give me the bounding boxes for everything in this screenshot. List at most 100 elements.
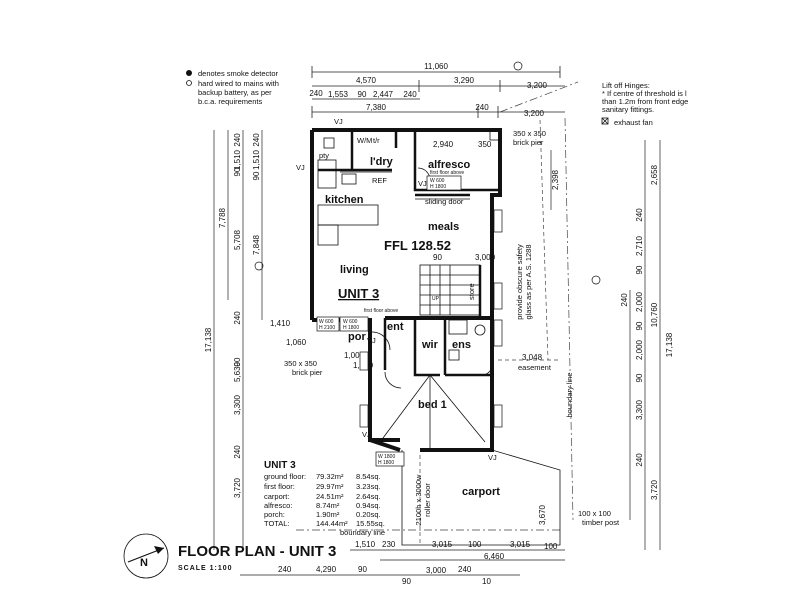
area-row-carport-label: carport:	[264, 492, 289, 501]
area-row-total-sq: 15.55sq.	[356, 519, 385, 528]
label-vj-1: VJ	[296, 163, 305, 172]
dim-right-90c: 90	[635, 373, 644, 382]
area-schedule: UNIT 3 ground floor: 79.32m² 8.54sq. fir…	[264, 460, 385, 528]
dim-right-240a: 240	[635, 208, 644, 222]
window-tag-3: W 600 H 1800	[426, 175, 462, 191]
timber-post-line-2: timber post	[582, 518, 620, 527]
window-tag-4: W 1800 H 1800	[375, 451, 405, 467]
dim-inside-90: 90	[433, 253, 442, 262]
dim-left-1060: 1,060	[286, 338, 307, 347]
window-marker-left-2	[359, 351, 369, 371]
smoke-note-line-2: hard wired to mains with	[198, 79, 279, 88]
obscure-glass-line-1: provide obscure safety	[515, 244, 524, 320]
obscure-glass-line-2: glass as per A.S. 1288	[524, 244, 533, 319]
label-vj-3: VJ	[418, 179, 427, 188]
dim-top-240c: 240	[475, 103, 489, 112]
hinges-note-line-2: * If centre of threshold is l	[602, 89, 687, 98]
dim-left-240a: 240	[233, 133, 242, 147]
area-row-porch-label: porch:	[264, 510, 285, 519]
label-washing-machine: W/M	[357, 136, 372, 145]
dim-right-3720: 3,720	[650, 479, 659, 500]
area-row-alfresco: alfresco: 8.74m² 0.94sq.	[264, 501, 381, 510]
dim-left-1510b: 1,510	[252, 149, 261, 170]
dim-right-2398: 2,398	[551, 169, 560, 190]
dim-left-1510a: 1,510	[233, 149, 242, 170]
dim-inside-350: 350	[478, 140, 492, 149]
dim-left-240b: 240	[252, 133, 261, 147]
smoke-detector-note: denotes smoke detector hard wired to mai…	[186, 69, 279, 106]
area-row-carport-sq: 2.64sq.	[356, 492, 381, 501]
dim-right-10760: 10,760	[650, 302, 659, 327]
window-tag-4-w: W 1800	[378, 454, 395, 460]
window-marker-right-2	[493, 282, 503, 310]
brick-pier-top-line-1: 350 x 350	[513, 129, 546, 138]
area-row-porch-sq: 0.20sq.	[356, 510, 381, 519]
dim-top-240a: 240	[309, 89, 323, 98]
dim-bottom-6460: 6,460	[484, 552, 505, 561]
window-tags: W 600 H 1800 W 600 H 2100 W 600 H 1800 W…	[316, 175, 503, 467]
label-vj-6: VJ	[367, 336, 376, 345]
area-row-total: TOTAL: 144.44m² 15.55sq.	[264, 519, 385, 528]
boundary-line-bottom: boundary line	[340, 528, 385, 537]
area-row-carport: carport: 24.51m² 2.64sq.	[264, 492, 381, 501]
dim-bottom-100a: 100	[468, 540, 482, 549]
boundary-line-right: boundary line	[565, 372, 574, 417]
room-wir: wir	[421, 339, 439, 351]
room-living: living	[340, 264, 369, 276]
dim-bottom-10: 10	[482, 577, 491, 586]
dim-left-1410: 1,410	[270, 319, 291, 328]
area-row-ground-label: ground floor:	[264, 472, 306, 481]
brick-pier-top-line-2: brick pier	[513, 138, 544, 147]
hinges-note: Lift off Hinges: * If centre of threshol…	[601, 81, 688, 127]
area-row-ground: ground floor: 79.32m² 8.54sq.	[264, 472, 381, 481]
dim-bottom-100b: 100	[544, 542, 558, 551]
window-tag-1-h: H 1800	[343, 325, 359, 331]
first-floor-above-left: first floor above	[364, 308, 398, 314]
area-row-total-label: TOTAL:	[264, 519, 290, 528]
dim-left-3300: 3,300	[233, 394, 242, 415]
label-trough: t/r	[373, 136, 380, 145]
window-tag-3-w: W 600	[430, 178, 445, 184]
area-row-carport-m2: 24.51m²	[316, 492, 344, 501]
window-marker-left-1	[359, 404, 369, 428]
dim-top-3290: 3,290	[454, 76, 475, 85]
dim-bottom-3015b: 3,015	[510, 540, 531, 549]
area-row-alfresco-sq: 0.94sq.	[356, 501, 381, 510]
dim-left-7848: 7,848	[252, 234, 261, 255]
area-row-ground-sq: 8.54sq.	[356, 472, 381, 481]
dim-left-17138: 17,138	[204, 327, 213, 352]
room-store: store	[467, 283, 476, 300]
exhaust-fan-icon	[601, 117, 609, 125]
dim-left-7788: 7,788	[218, 207, 227, 228]
dim-right-240b: 240	[620, 293, 629, 307]
room-labels: l'dry alfresco kitchen meals living UNIT…	[296, 117, 500, 525]
dim-right-3670: 3,670	[538, 504, 547, 525]
hinges-note-line-3: than 1.2m from front edge	[602, 97, 688, 106]
window-marker-right-4	[493, 404, 503, 428]
dim-right-2000a: 2,000	[635, 291, 644, 312]
top-dimensions: 11,060 4,570 3,290 3,200 240 1,553 90 2,…	[309, 62, 565, 118]
dim-top-4570: 4,570	[356, 76, 377, 85]
label-pantry: pty	[319, 151, 329, 160]
building-walls	[310, 128, 561, 546]
sliding-door-label: sliding door	[425, 197, 464, 206]
dim-right-90b: 90	[635, 321, 644, 330]
area-row-first-m2: 29.97m²	[316, 482, 344, 491]
label-vj-4: VJ	[362, 430, 371, 439]
dim-left-5630: 5,630	[233, 361, 242, 382]
room-carport: carport	[462, 486, 500, 498]
north-arrow-label: N	[140, 557, 148, 569]
label-fridge: REF	[372, 176, 387, 185]
dim-left-3720: 3,720	[233, 477, 242, 498]
room-entry: ent	[387, 321, 404, 333]
area-row-alfresco-label: alfresco:	[264, 501, 292, 510]
hinges-note-line-4: sanitary fittings.	[602, 105, 654, 114]
dim-left-5708: 5,708	[233, 229, 242, 250]
area-row-first-sq: 3.23sq.	[356, 482, 381, 491]
dim-top-3200: 3,200	[527, 81, 548, 90]
window-marker-right-3	[493, 319, 503, 347]
window-tag-1: W 600 H 1800	[339, 316, 369, 332]
dim-inside-3000: 3,000	[475, 253, 496, 262]
dim-left-90a: 90	[233, 167, 242, 176]
